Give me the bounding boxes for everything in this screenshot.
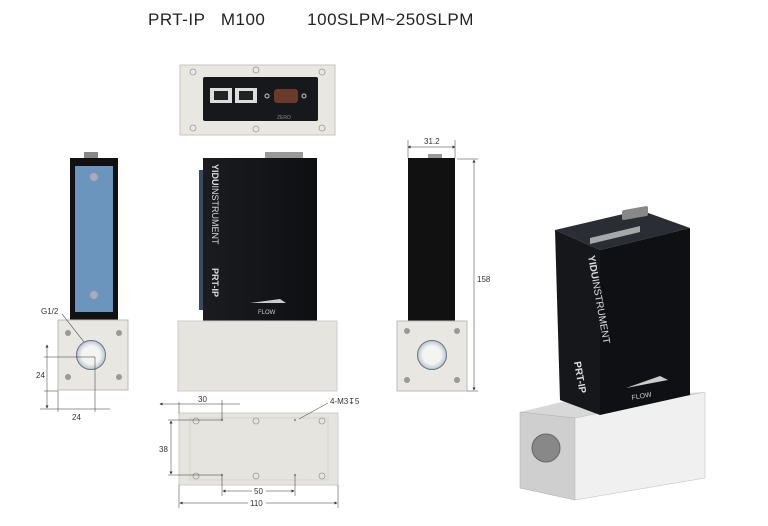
- drawing-title: PRT-IP M100 100SLPM~250SLPM: [148, 10, 474, 30]
- dim-mount-spacing-x: 50: [254, 487, 263, 496]
- dim-mount-holes: 4-M3↧5: [330, 397, 360, 406]
- title-model: PRT-IP: [148, 10, 206, 29]
- zero-label: ZERO: [277, 115, 291, 121]
- dim-thread: G1/2: [41, 307, 59, 316]
- iso-flow-arrow-icon: [626, 376, 668, 388]
- bottom-view: 30 4-M3↧5 38 50 110: [159, 395, 360, 508]
- dim-side-width: 24: [72, 413, 81, 422]
- title-range: 100SLPM~250SLPM: [307, 10, 474, 29]
- brand-bold: YIDU: [210, 164, 220, 186]
- dim-mount-spacing-y: 38: [159, 445, 168, 454]
- dim-hole-offset: 30: [198, 395, 207, 404]
- front-view: YIDUINSTRUMENT PRT-IP FLOW: [177, 152, 338, 392]
- dim-total-height: 158: [477, 275, 491, 284]
- dim-base-length: 110: [250, 499, 263, 508]
- isometric-render: YIDUINSTRUMENT PRT-IP FLOW: [519, 206, 706, 501]
- title-series: M100: [220, 10, 266, 29]
- left-side-view: G1/2 24 24: [36, 152, 129, 422]
- dim-side-height: 24: [36, 371, 45, 380]
- dim-top-width: 31.2: [424, 137, 440, 146]
- top-view: ZERO: [179, 64, 336, 136]
- flow-arrow-icon: [250, 299, 286, 303]
- flow-label: FLOW: [258, 310, 276, 316]
- iso-flow-label: FLOW: [631, 391, 653, 401]
- right-side-view: 31.2 158: [396, 137, 491, 392]
- inlet-port-icon: [76, 340, 106, 370]
- svg-text:YIDUINSTRUMENT: YIDUINSTRUMENT: [210, 164, 220, 245]
- iso-brand-bold: YIDU: [585, 255, 600, 280]
- brand-light: INSTRUMENT: [210, 186, 220, 245]
- model-label: PRT-IP: [210, 268, 220, 297]
